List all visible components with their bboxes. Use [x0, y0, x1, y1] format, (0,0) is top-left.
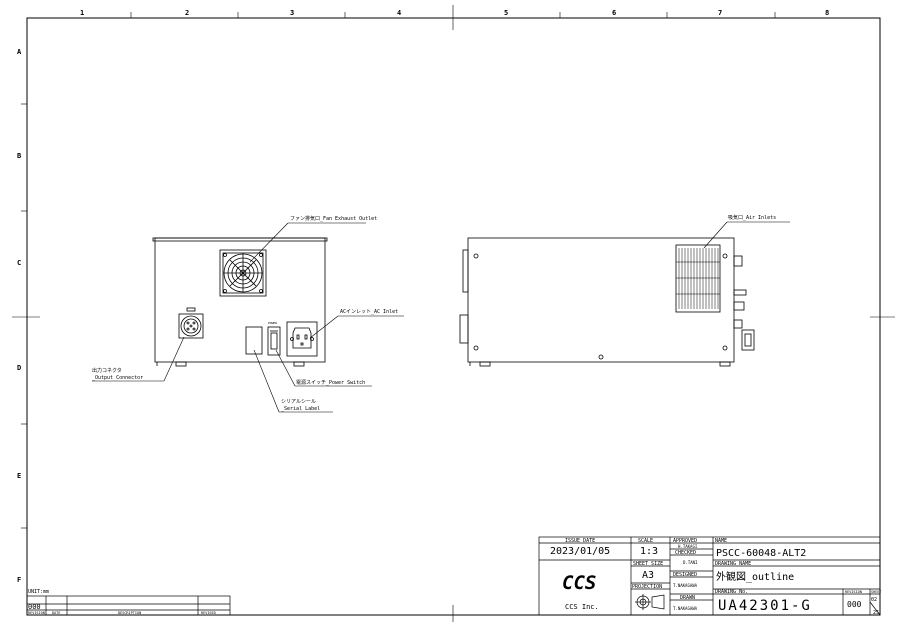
callout-power-switch: 電源スイッチ_Power Switch	[296, 379, 365, 386]
approved-label: APPROVED	[673, 538, 697, 544]
rev-header: DATE	[52, 611, 60, 615]
callout-serial-label-jp: シリアルシール	[281, 399, 316, 405]
border-frame	[26, 17, 881, 616]
checked-label: CHECKED	[675, 550, 696, 556]
company-logo: CCS	[562, 572, 596, 594]
sheet-size: A3	[642, 570, 654, 581]
revision-label: REVISION	[845, 590, 862, 594]
power-switch	[267, 326, 281, 356]
zone-row-label: B	[17, 152, 21, 160]
output-connector	[178, 307, 204, 339]
zone-col-label: 1	[80, 9, 84, 17]
callout-leaders	[92, 221, 790, 413]
scale-label: SCALE	[638, 538, 653, 544]
projection-label: PROJECTION	[632, 584, 662, 590]
rev-header: REVISED	[201, 611, 216, 615]
issue-date-label: ISSUE DATE	[565, 538, 595, 544]
drawing-no: UA42301-G	[718, 598, 812, 614]
callout-ac-inlet: ACインレット_AC Inlet	[340, 309, 398, 315]
drawing-name-id: PSCC-60048-ALT2	[716, 548, 806, 559]
sheet-total: 25	[873, 610, 879, 616]
checked-by: D.TANI	[683, 560, 698, 565]
zone-row-label: E	[17, 472, 21, 480]
zone-row-label: D	[17, 364, 21, 372]
front-view	[152, 237, 328, 367]
rev-header: REVISION	[28, 611, 45, 615]
side-view	[459, 237, 755, 367]
serial-label-area	[245, 326, 263, 355]
callout-fan-exhaust: ファン排気口_Fan Exhaust Outlet	[290, 215, 377, 222]
zone-row-label: A	[17, 48, 22, 56]
zone-col-label: 7	[718, 9, 722, 17]
zone-col-label: 5	[504, 9, 508, 17]
revision-block	[26, 595, 231, 616]
ac-inlet	[286, 321, 318, 357]
sheet-size-label: SHEET SIZE	[633, 561, 663, 567]
company-name: CCS Inc.	[565, 603, 599, 611]
approved-by: H.TAKAGI	[678, 544, 698, 549]
power-marking: POWER	[268, 321, 277, 325]
sheet-label: SHEET	[871, 590, 882, 594]
zone-row-label: C	[17, 259, 21, 267]
drawing-name-label: DRAWING NAME	[715, 561, 751, 567]
fan-grille	[219, 249, 267, 297]
zone-col-label: 4	[397, 9, 401, 17]
title-block	[538, 536, 881, 616]
zone-col-label: 8	[825, 9, 829, 17]
zone-ticks	[12, 5, 895, 622]
drawn-by: T.NAKAGAWA	[673, 606, 698, 611]
designed-label: DESIGNED	[673, 572, 697, 578]
drawn-label: DRAWN	[680, 595, 695, 601]
air-inlet-vents	[675, 244, 721, 313]
name-label: NAME	[715, 538, 727, 544]
revision: 000	[847, 600, 862, 609]
callout-serial-label-en: _Serial Label	[281, 406, 320, 412]
drawing-name: 外観図_outline	[716, 570, 794, 583]
designed-by: T.NAKAGAWA	[673, 583, 698, 588]
rev-header: DESCRIPTION	[118, 611, 141, 615]
callout-air-inlets: 吸気口_Air Inlets	[728, 214, 776, 221]
zone-row-label: F	[17, 576, 21, 584]
revision-value: 000	[28, 603, 41, 611]
scale: 1:3	[640, 546, 658, 557]
zone-col-label: 2	[185, 9, 189, 17]
zone-col-label: 6	[612, 9, 616, 17]
sheet-num: 02	[871, 597, 877, 603]
issue-date: 2023/01/05	[550, 546, 610, 557]
drawing-no-label: DRAWING No.	[715, 589, 748, 595]
callout-output-connector-en: _Output Connector	[92, 375, 143, 381]
callout-output-connector-jp: 出力コネクタ	[92, 367, 122, 374]
zone-col-label: 3	[290, 9, 294, 17]
unit-label: UNIT:mm	[28, 589, 49, 595]
